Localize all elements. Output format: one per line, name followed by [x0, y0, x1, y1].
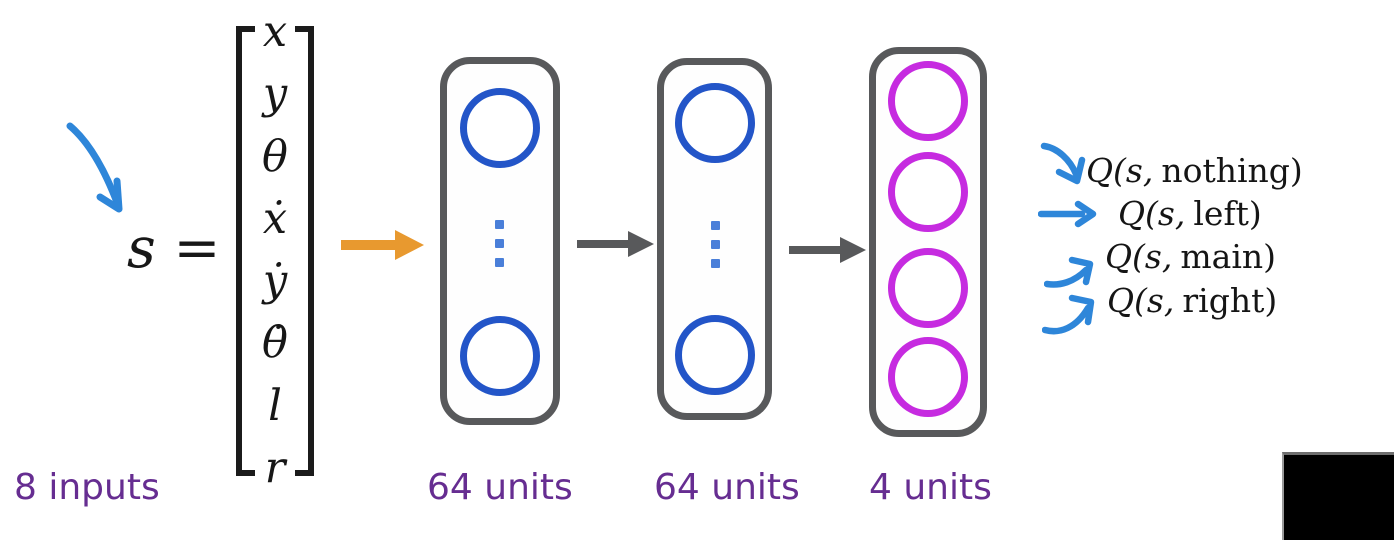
hidden-neuron: [675, 83, 755, 163]
layer-units-label: 64 units: [654, 467, 800, 508]
video-overlay-block: [1282, 452, 1394, 540]
q-function-text: Q(s,: [1107, 281, 1175, 320]
vector-element: ẏ: [262, 256, 288, 307]
input-arrow-icon: [341, 230, 424, 260]
vector-element: θ: [262, 131, 288, 182]
q-output-label: Q(s,nothing): [1086, 154, 1303, 187]
q-output-arrow-icon: [1042, 294, 1095, 335]
vector-bracket-left: [236, 26, 255, 476]
vector-element: ẋ: [262, 193, 288, 244]
vector-element: θ̇: [262, 318, 288, 369]
q-output-arrow-icon: [1038, 200, 1097, 228]
vector-bracket-right: [295, 26, 314, 476]
q-output-label: Q(s,left): [1118, 197, 1262, 230]
output-layer: [869, 47, 987, 437]
hidden-neuron: [460, 316, 540, 396]
q-output-arrow-icon: [1040, 142, 1086, 185]
output-neuron: [888, 248, 968, 328]
q-action-text: right): [1182, 281, 1278, 320]
hidden-neuron: [460, 88, 540, 168]
output-neuron: [888, 337, 968, 417]
vector-element: r: [264, 442, 286, 493]
layer-units-label: 64 units: [427, 467, 573, 508]
input-count-label: 8 inputs: [14, 467, 160, 508]
q-output-label: Q(s,right): [1107, 284, 1277, 317]
hidden-layer-2: [657, 58, 772, 420]
q-function-text: Q(s,: [1118, 194, 1186, 233]
vector-element: l: [268, 380, 282, 431]
output-neuron: [888, 61, 968, 141]
vector-element: y: [262, 69, 288, 120]
q-action-text: left): [1193, 194, 1262, 233]
q-function-text: Q(s,: [1086, 151, 1154, 190]
state-pointer-arrow-icon: [66, 122, 123, 213]
q-action-text: main): [1180, 237, 1277, 276]
hidden-layer-1: [440, 57, 560, 425]
vertical-ellipsis-icon: [711, 221, 720, 268]
q-action-text: nothing): [1161, 151, 1303, 190]
layer-arrow-icon: [577, 231, 654, 257]
vector-element: x: [262, 7, 288, 57]
layer-arrow-icon: [789, 237, 866, 263]
q-function-text: Q(s,: [1105, 237, 1173, 276]
state-equation-lhs: s =: [127, 216, 221, 281]
layer-units-label: 4 units: [869, 467, 992, 508]
output-neuron: [888, 152, 968, 232]
q-output-label: Q(s,main): [1105, 240, 1276, 273]
vertical-ellipsis-icon: [495, 220, 504, 267]
state-vector: x y θ ẋ ẏ θ̇ l r: [243, 11, 307, 490]
hidden-neuron: [675, 315, 755, 395]
q-output-arrow-icon: [1044, 256, 1094, 288]
